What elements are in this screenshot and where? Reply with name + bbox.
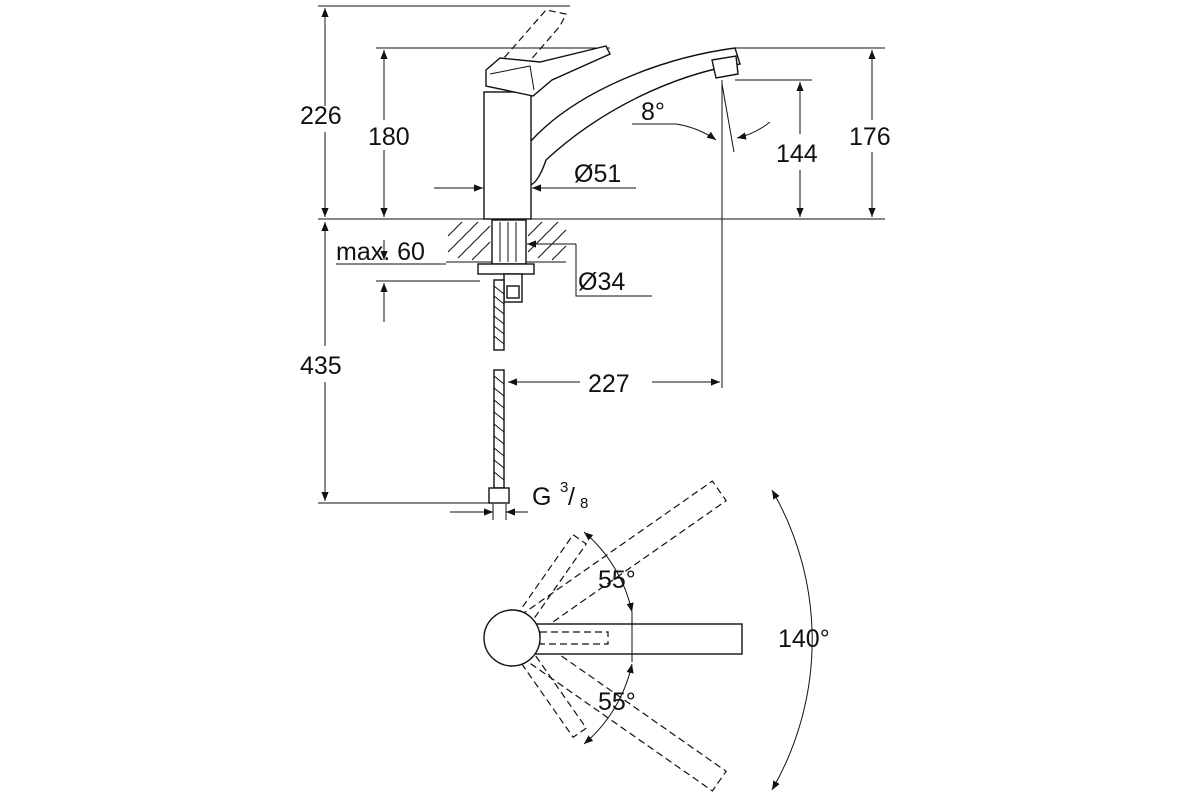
hose-lower: [493, 369, 505, 489]
label-8-degrees: 8°: [641, 98, 665, 126]
lever-cap-detail: [489, 65, 535, 91]
countertop-hatch: [446, 220, 567, 263]
body-circle: [483, 609, 541, 667]
angle-arc-right: [736, 121, 771, 140]
arc-140: [771, 489, 813, 791]
arc-55-upper: [583, 531, 634, 613]
label-226: 226: [300, 102, 342, 130]
hose-upper: [493, 279, 505, 351]
arc-55-lower: [583, 663, 634, 745]
label-55-degrees-lower: 55°: [598, 688, 636, 716]
label-thread-slash: /: [568, 483, 575, 511]
label-dia34: Ø34: [578, 268, 625, 296]
side-view: 226 180 176 144 8° Ø51 max. 60 Ø34 435 2…: [300, 5, 891, 520]
label-140-degrees: 140°: [778, 625, 830, 653]
hose-connector: [506, 285, 520, 299]
spray-angle-line: [721, 83, 735, 153]
lever: [485, 45, 611, 97]
mounting-nut: [477, 263, 535, 275]
label-thread-g: G: [532, 483, 551, 511]
shank: [491, 219, 527, 265]
aerator: [711, 55, 739, 79]
label-thread-numerator: 3: [560, 479, 568, 496]
label-176: 176: [849, 123, 891, 151]
spout-top: [529, 623, 743, 655]
label-dia51: Ø51: [574, 160, 621, 188]
angle-arc-left: [675, 123, 717, 141]
top-view: 140° 55° 55°: [483, 480, 830, 792]
label-55-degrees-upper: 55°: [598, 566, 636, 594]
label-max60: max. 60: [336, 238, 425, 266]
label-180: 180: [368, 123, 410, 151]
label-144: 144: [776, 140, 818, 168]
faucet-body: [483, 91, 532, 220]
label-thread-denominator: 8: [580, 495, 588, 512]
hose-nut: [488, 487, 510, 504]
lever-raised-position: [489, 9, 567, 75]
label-227: 227: [588, 370, 630, 398]
label-435: 435: [300, 352, 342, 380]
